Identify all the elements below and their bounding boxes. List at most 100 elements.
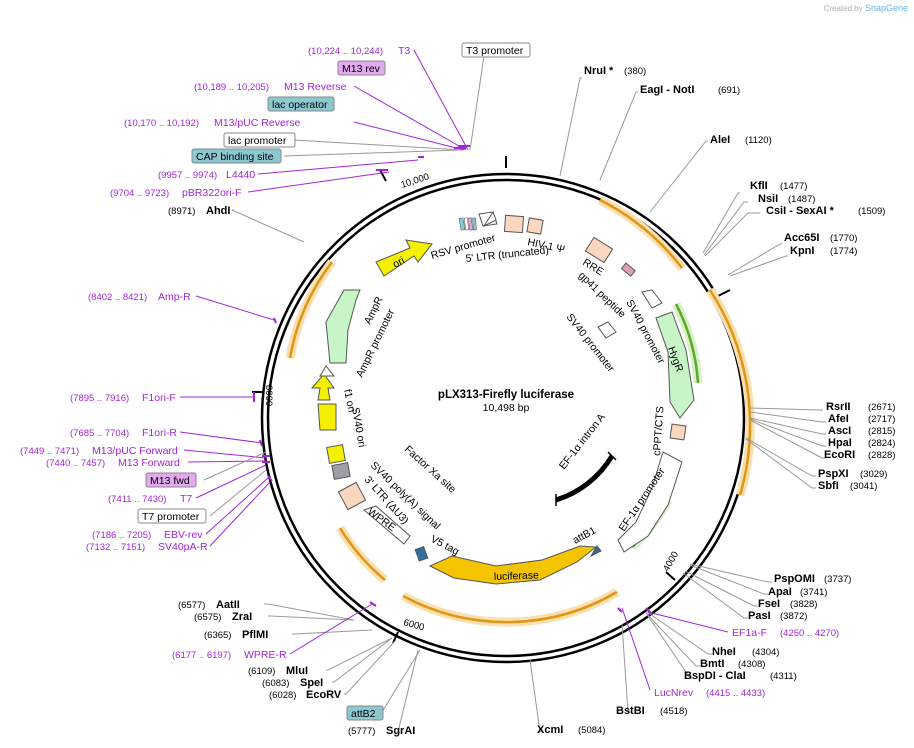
box-lac-promoter: lac promoter bbox=[228, 135, 287, 147]
primer-t7-range: (7411 .. 7430) bbox=[108, 494, 166, 505]
primer-m13puc-forward: M13/pUC Forward bbox=[92, 445, 178, 457]
primer-m13puc-forward-range: (7449 .. 7471) bbox=[20, 446, 79, 457]
enzyme-bstbi-pos: (4518) bbox=[660, 706, 687, 717]
enzyme-ahdi: AhdI bbox=[206, 205, 230, 217]
feature-sv40-promoter-2: SV40 promoter bbox=[564, 311, 617, 374]
primer-m13-forward: M13 Forward bbox=[118, 457, 180, 469]
feature-attb1: attB1 bbox=[571, 524, 598, 546]
enzyme-pspomi: PspOMI bbox=[774, 573, 815, 585]
enzyme-ecori: EcoRI bbox=[824, 449, 855, 461]
enzyme-rsrii: RsrII bbox=[826, 401, 850, 413]
snapgene-credit: Created by SnapGene bbox=[823, 3, 908, 13]
primer-l4440-range: (9957 .. 9974) bbox=[158, 170, 217, 181]
primer-ebv-rev: EBV-rev bbox=[164, 529, 203, 541]
primer-marks bbox=[253, 145, 653, 615]
enzyme-fsei: FseI bbox=[758, 598, 780, 610]
enzyme-csii-sexai-pos: (1509) bbox=[858, 206, 885, 217]
primer-l4440: L4440 bbox=[226, 169, 255, 181]
feature-luciferase: luciferase bbox=[494, 569, 539, 583]
primer-amp-r: Amp-R bbox=[158, 291, 191, 303]
primer-ef1a-f-range: (4250 .. 4270) bbox=[780, 628, 839, 639]
enzyme-hpai-pos: (2824) bbox=[868, 438, 895, 449]
enzyme-eagi-noti: EagI - NotI bbox=[640, 84, 694, 96]
box-attb2: attB2 bbox=[351, 708, 376, 720]
ef1a-intron-arc bbox=[555, 454, 615, 503]
feature-sv40-ori: SV40 ori bbox=[349, 406, 368, 448]
enzyme-spei: SpeI bbox=[300, 677, 323, 689]
primer-lucnrev-range: (4415 .. 4433) bbox=[706, 688, 765, 699]
enzyme-hpai: HpaI bbox=[828, 437, 852, 449]
enzyme-pspomi-pos: (3737) bbox=[824, 574, 851, 585]
enzyme-nsii: NsiI bbox=[758, 193, 778, 205]
box-lac-operator: lac operator bbox=[272, 99, 328, 111]
primer-sv40pa-r-range: (7132 .. 7151) bbox=[86, 542, 145, 553]
enzyme-spei-pos: (6083) bbox=[262, 678, 289, 689]
enzyme-asci-pos: (2815) bbox=[868, 426, 895, 437]
enzyme-xcmi: XcmI bbox=[537, 724, 563, 736]
feature-ori: ori bbox=[391, 255, 407, 271]
enzyme-rsrii-pos: (2671) bbox=[868, 402, 895, 413]
primer-m13puc-reverse: M13/pUC Reverse bbox=[214, 117, 301, 129]
enzyme-bspdi-clai: BspDI - ClaI bbox=[684, 670, 746, 682]
enzyme-sgrai-pos: (5777) bbox=[348, 726, 375, 737]
primer-lucnrev: LucNrev bbox=[654, 687, 694, 699]
enzyme-asci: AscI bbox=[828, 425, 851, 437]
enzyme-mlui-pos: (6109) bbox=[248, 666, 275, 677]
enzyme-nhei-pos: (4304) bbox=[752, 647, 779, 658]
tick-marks bbox=[252, 156, 731, 644]
enzyme-apai-pos: (3741) bbox=[800, 587, 827, 598]
enzyme-afei-pos: (2717) bbox=[868, 414, 895, 425]
backbone-inner bbox=[266, 178, 746, 658]
enzyme-pasi: PasI bbox=[748, 610, 771, 622]
enzyme-ecorv: EcoRV bbox=[306, 689, 342, 701]
plasmid-name: pLX313-Firefly luciferase bbox=[438, 389, 574, 401]
snapgene-logo: SnapGene bbox=[864, 3, 908, 13]
box-m13-rev: M13 rev bbox=[342, 63, 381, 75]
feature-v5: V5 tag bbox=[429, 533, 462, 558]
enzyme-bmti: BmtI bbox=[700, 658, 724, 670]
primer-lines bbox=[179, 49, 729, 691]
primer-ef1a-f: EF1a-F bbox=[732, 627, 767, 639]
enzyme-bmti-pos: (4308) bbox=[738, 659, 765, 670]
feature-gp41: gp41 peptide bbox=[576, 270, 628, 321]
enzyme-sbfi: SbfI bbox=[818, 480, 839, 492]
primer-t3: T3 bbox=[398, 45, 410, 57]
features bbox=[310, 210, 695, 585]
primer-m13-reverse: M13 Reverse bbox=[284, 81, 347, 93]
enzyme-lines bbox=[231, 77, 826, 733]
primer-amp-r-range: (8402 .. 8421) bbox=[88, 292, 147, 303]
enzyme-kpni-pos: (1774) bbox=[830, 246, 857, 257]
enzyme-nsii-pos: (1487) bbox=[788, 194, 815, 205]
primer-t3-range: (10,224 .. 10,244) bbox=[308, 46, 383, 57]
primer-m13puc-reverse-range: (10,170 .. 10,192) bbox=[124, 118, 199, 129]
enzyme-mlui: MluI bbox=[286, 665, 308, 677]
enzyme-bstbi: BstBI bbox=[616, 705, 645, 717]
enzyme-aatii: AatII bbox=[216, 599, 240, 611]
enzyme-zrai: ZraI bbox=[232, 611, 252, 623]
enzyme-xcmi-pos: (5084) bbox=[578, 725, 605, 736]
enzyme-sbfi-pos: (3041) bbox=[850, 481, 877, 492]
enzyme-zrai-pos: (6575) bbox=[194, 612, 221, 623]
enzyme-aatii-pos: (6577) bbox=[178, 600, 205, 611]
boxed-labels: T3 promoter M13 rev lac operator lac pro… bbox=[137, 42, 531, 721]
box-t3-promoter: T3 promoter bbox=[466, 45, 524, 57]
feature-ef1a-intron: EF-1α intron A bbox=[557, 411, 608, 471]
enzyme-acc65i-pos: (1770) bbox=[830, 233, 857, 244]
primer-ebv-rev-range: (7186 .. 7205) bbox=[92, 530, 151, 541]
primer-pbr322ori-f: pBR322ori-F bbox=[182, 187, 242, 199]
primer-pbr322ori-f-range: (9704 .. 9723) bbox=[110, 188, 169, 199]
orf-arcs bbox=[285, 195, 755, 627]
tick-label: 8000 bbox=[263, 385, 274, 406]
enzyme-kpni: KpnI bbox=[790, 245, 814, 257]
enzyme-pasi-pos: (3872) bbox=[780, 611, 807, 622]
primer-m13-forward-range: (7440 .. 7457) bbox=[46, 458, 105, 469]
enzyme-kfli: KflI bbox=[750, 180, 768, 192]
feature-factor-xa: Factor Xa site bbox=[402, 443, 458, 495]
enzyme-pspxi-pos: (3029) bbox=[860, 469, 887, 480]
primer-labels: (10,224 .. 10,244) T3 (10,189 .. 10,205)… bbox=[20, 45, 839, 699]
box-cap-site: CAP binding site bbox=[196, 151, 274, 163]
primer-f1ori-r: F1ori-R bbox=[142, 427, 177, 439]
box-m13-fwd: M13 fwd bbox=[150, 475, 190, 487]
primer-sv40pa-r: SV40pA-R bbox=[158, 541, 208, 553]
